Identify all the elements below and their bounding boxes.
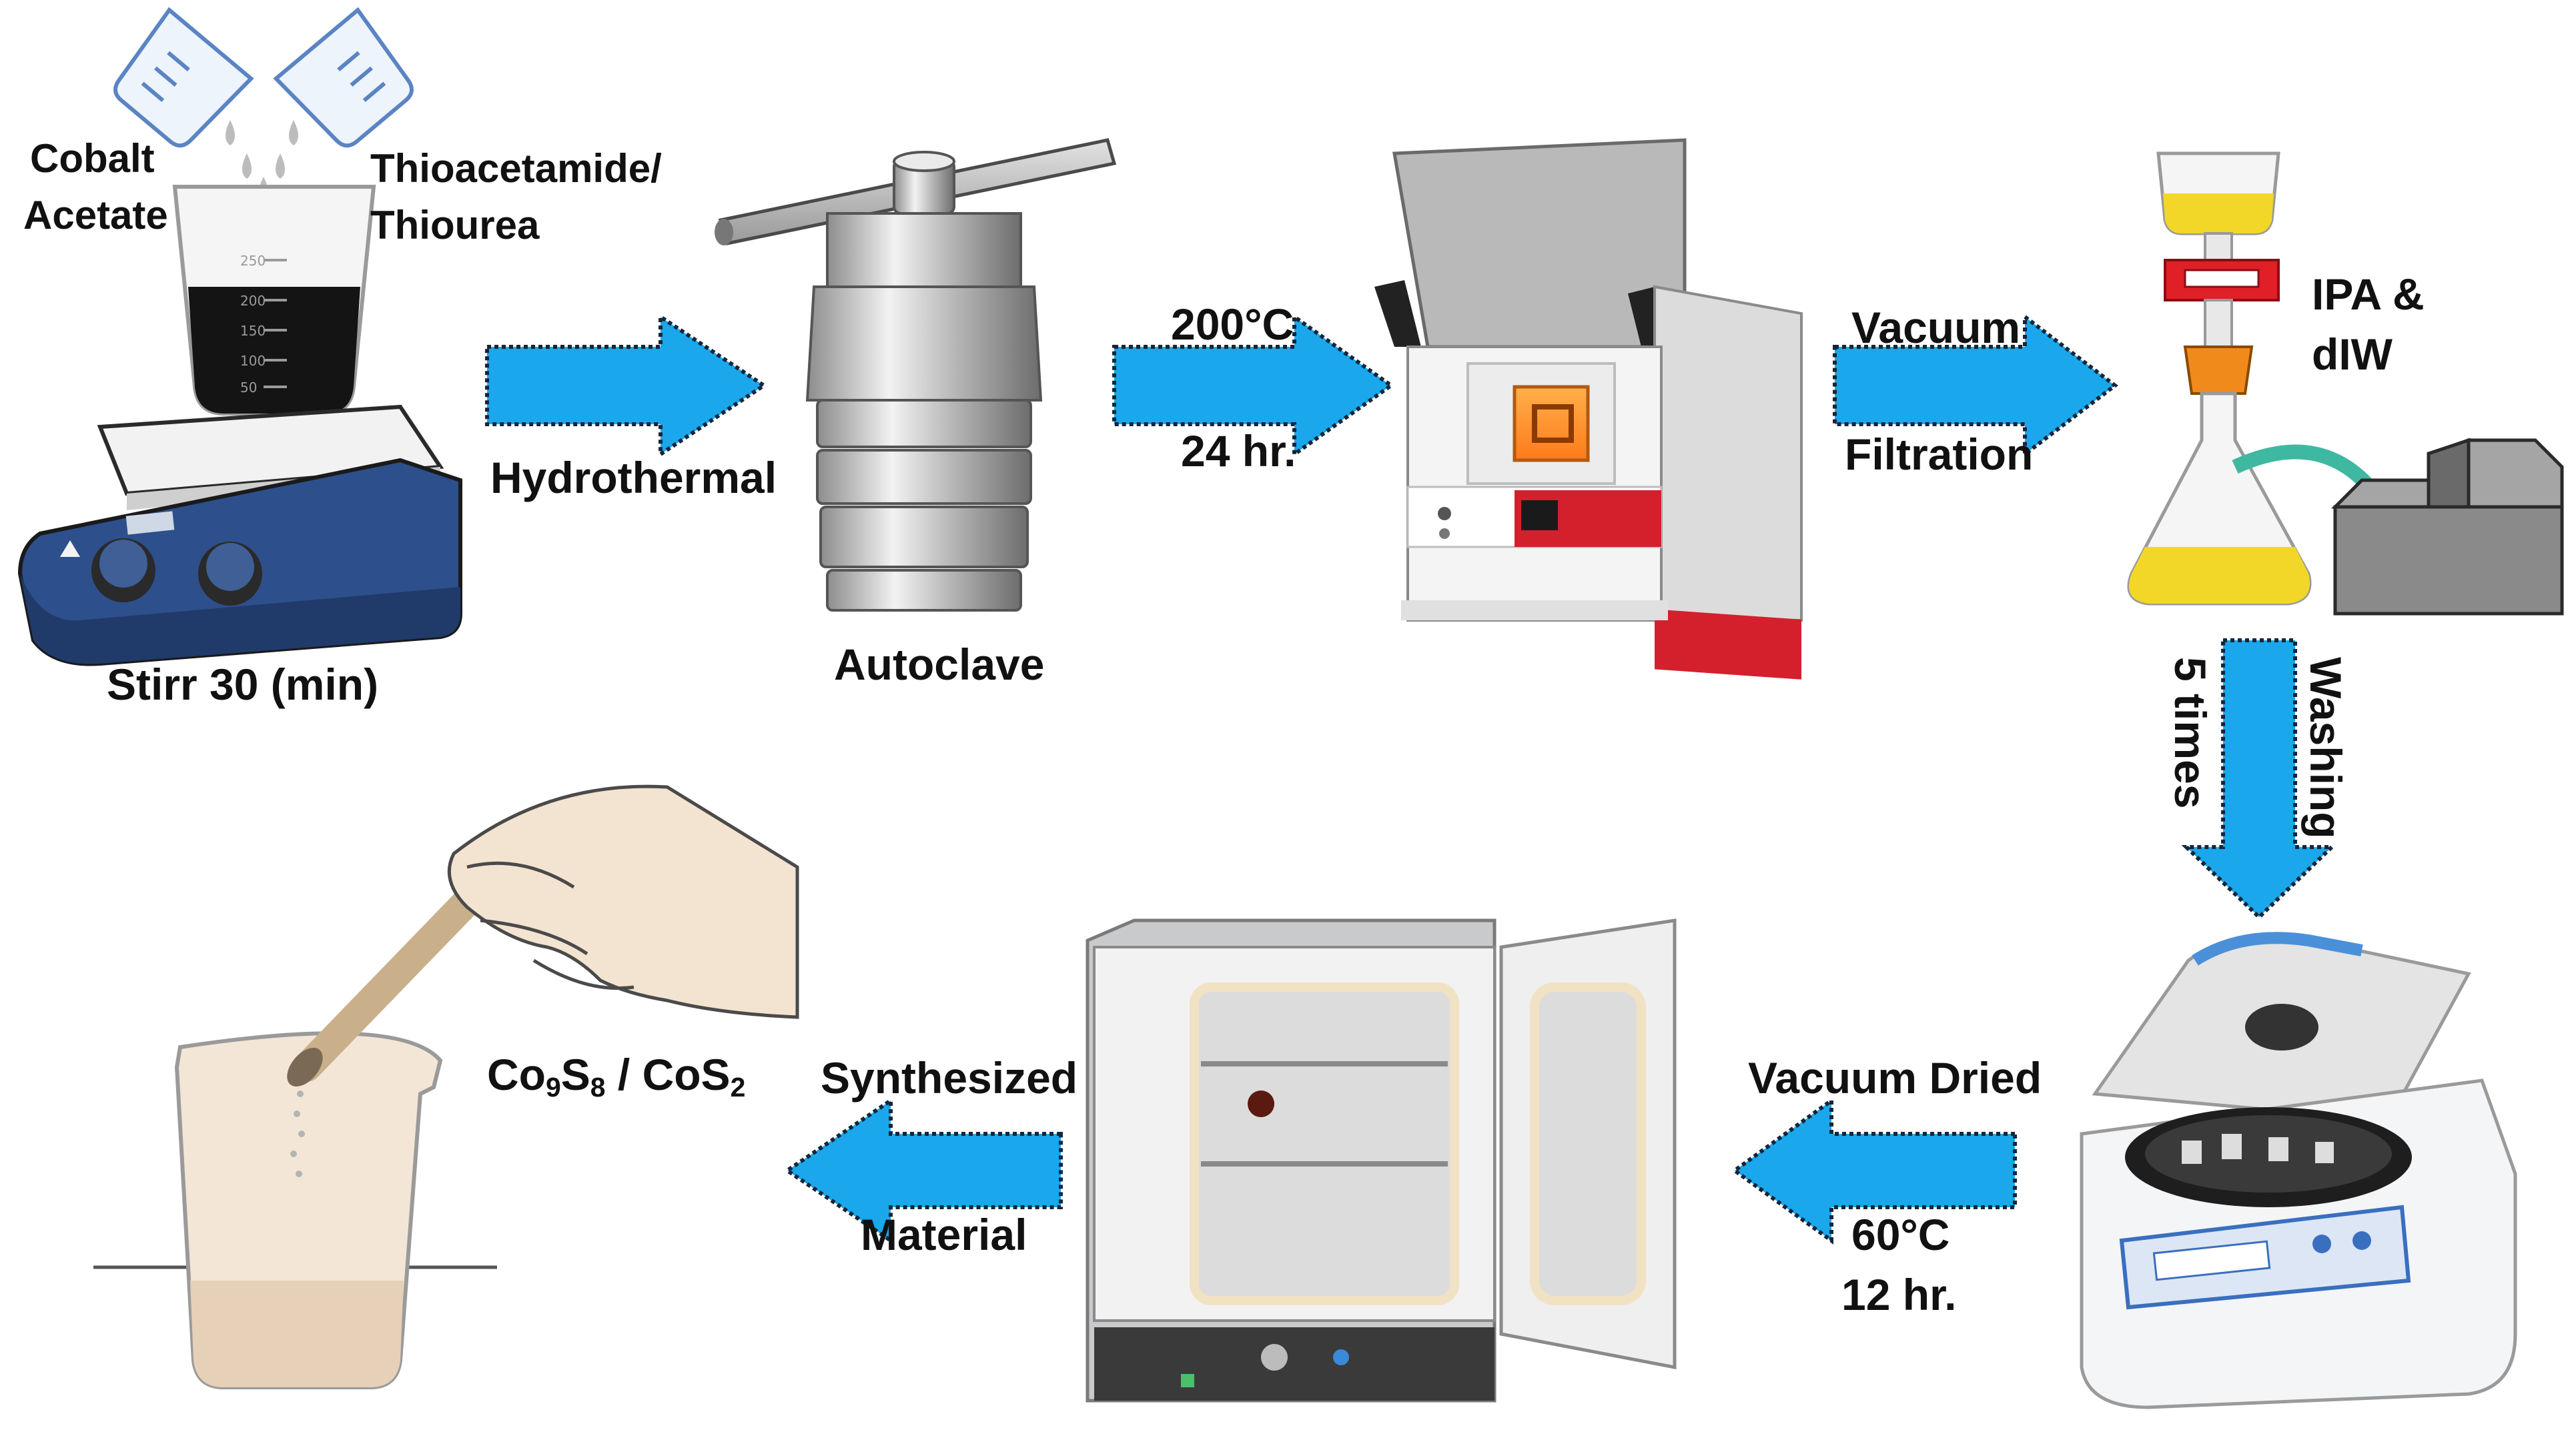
arrow-vacuum-dried: [1731, 1097, 2017, 1245]
label-washing: Washing: [2301, 657, 2350, 839]
hotplate-stirrer-icon: [17, 404, 462, 666]
label-vacuum: Vacuum: [1851, 303, 2021, 352]
product-b-sub: 2: [730, 1072, 746, 1103]
product-b: CoS: [642, 1050, 731, 1099]
label-time-24: 24 hr.: [1181, 426, 1296, 476]
scale-200: 200: [240, 293, 266, 309]
arrow-filtration: [1833, 312, 2118, 459]
label-acetate: Acetate: [23, 193, 168, 237]
scale-100: 100: [240, 353, 266, 369]
label-autoclave: Autoclave: [834, 640, 1045, 689]
product-a-part1: Co: [487, 1050, 546, 1099]
scale-50: 50: [240, 380, 257, 396]
label-time-12: 12 hr.: [1841, 1270, 1957, 1319]
label-filtration: Filtration: [1845, 430, 2034, 479]
label-thioacetamide: Thioacetamide/: [370, 146, 662, 191]
label-five-times: 5 times: [2166, 657, 2215, 809]
stir-beaker: 250 200 150 100 50: [172, 185, 376, 416]
hand-spatula-icon: [287, 784, 799, 1177]
arrow-synthesized: [783, 1097, 1063, 1245]
label-diw: dIW: [2312, 329, 2393, 379]
label-product: Co9S8 / CoS2: [487, 1050, 745, 1103]
product-a-part2: S: [560, 1050, 590, 1099]
beaker-pour-icon: [113, 7, 414, 148]
vacuum-filtration-icon: [2127, 151, 2383, 606]
powder-beaker-icon: [93, 1031, 497, 1389]
product-separator: /: [605, 1050, 642, 1099]
label-hydrothermal: Hydrothermal: [490, 453, 777, 502]
arrow-washing: [2181, 638, 2337, 920]
droplets: [226, 120, 298, 202]
label-thiourea: Thiourea: [370, 203, 540, 247]
autoclave-icon: [715, 138, 1117, 612]
label-temp-200: 200°C: [1171, 299, 1294, 349]
scale-250: 250: [240, 253, 266, 269]
scale-150: 150: [240, 323, 266, 339]
muffle-furnace-icon: [1374, 138, 1803, 680]
label-synthesized: Synthesized: [821, 1053, 1078, 1103]
label-stirr: Stirr 30 (min): [107, 660, 379, 709]
arrow-heating: [1112, 313, 1395, 458]
label-cobalt: Cobalt: [30, 136, 155, 181]
arrow-hydrothermal: [485, 313, 768, 458]
product-a-sub1: 9: [545, 1072, 561, 1103]
centrifuge-icon: [2080, 932, 2517, 1409]
vacuum-pump-icon: [2330, 438, 2564, 616]
label-ipa: IPA &: [2312, 269, 2425, 319]
label-material: Material: [861, 1210, 1027, 1259]
vacuum-oven-icon: [1086, 918, 1677, 1403]
label-temp-60: 60°C: [1851, 1210, 1950, 1259]
product-a-sub2: 8: [590, 1072, 606, 1103]
label-vacuum-dried: Vacuum Dried: [1748, 1053, 2042, 1103]
